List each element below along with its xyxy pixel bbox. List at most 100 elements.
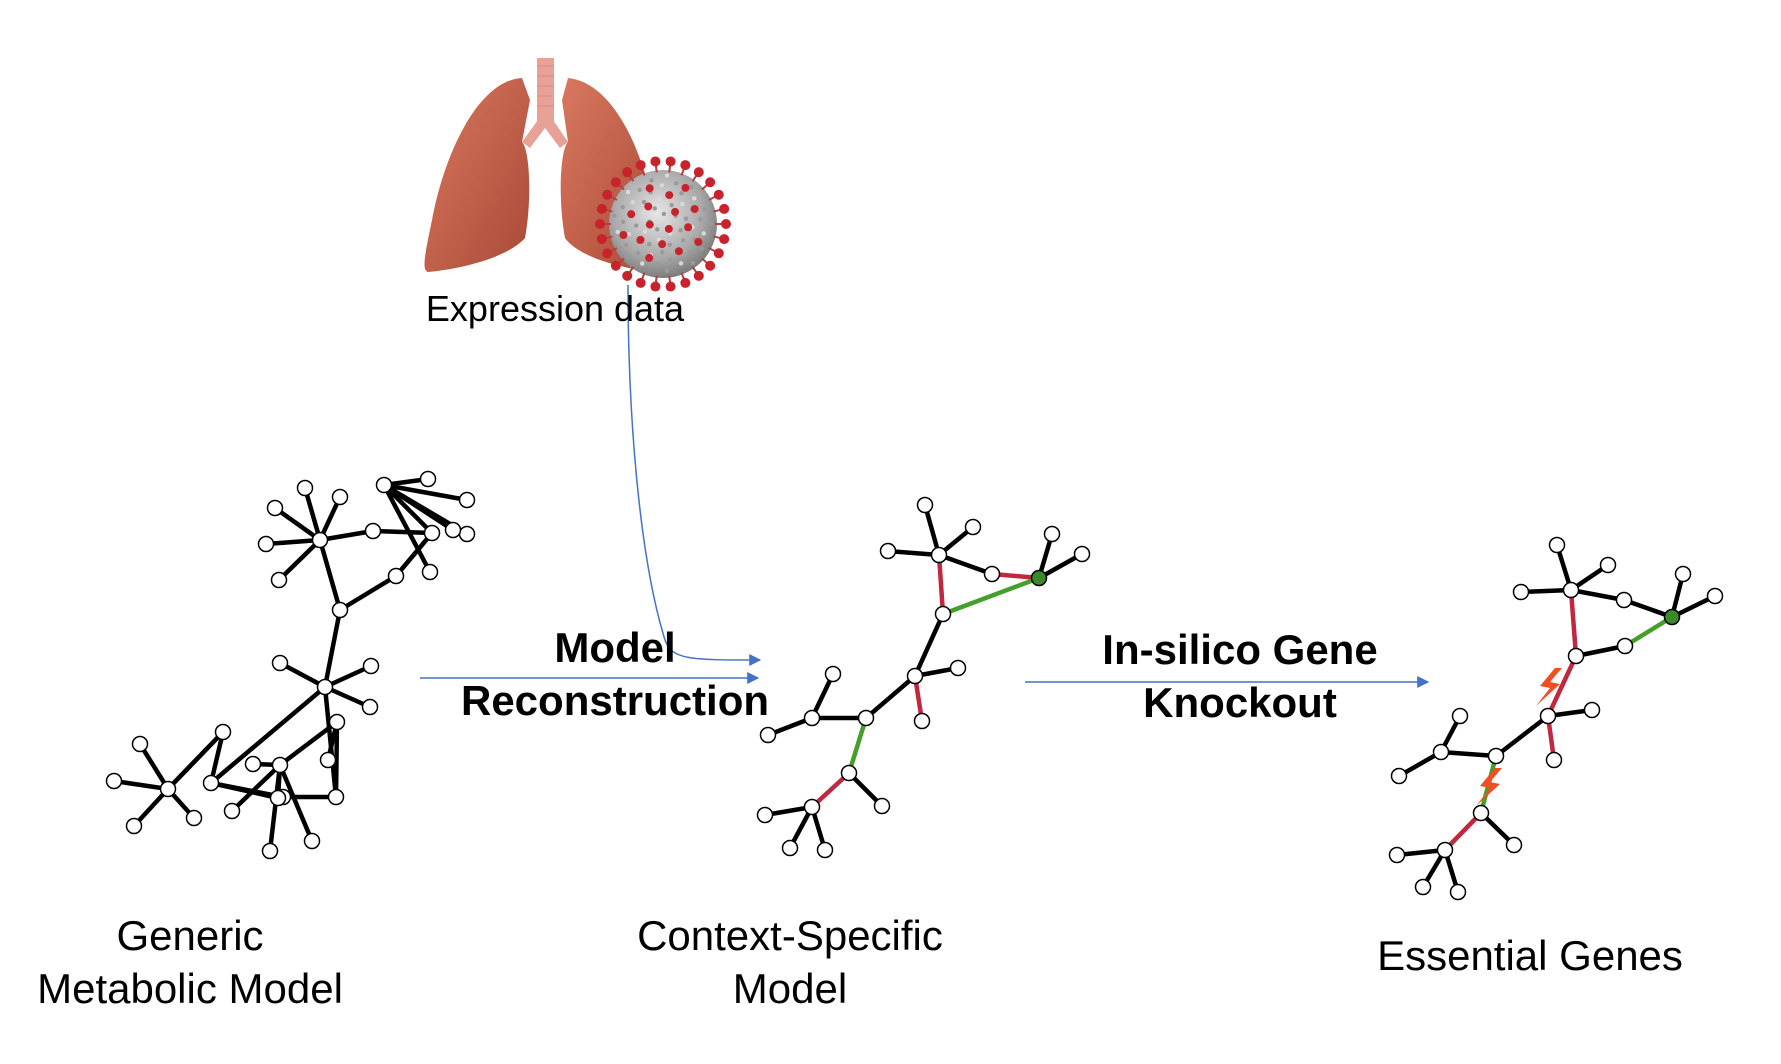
- generic-node: [362, 657, 380, 675]
- essential-node: [1414, 878, 1432, 896]
- essential-node: [1432, 743, 1450, 761]
- generic-edge: [317, 528, 376, 543]
- generic-edge: [302, 485, 323, 543]
- context-node: [803, 709, 821, 727]
- context-specific-network: [756, 496, 1091, 859]
- generic-node: [328, 713, 346, 731]
- essential-node: [1599, 556, 1617, 574]
- context-node: [906, 667, 924, 685]
- essential-node: [1436, 841, 1454, 859]
- context-node: [756, 806, 774, 824]
- generic-edge: [263, 537, 323, 547]
- context-edge: [885, 548, 942, 558]
- context-edge: [809, 770, 852, 810]
- essential-node: [1451, 707, 1469, 725]
- generic-node: [444, 521, 462, 539]
- lightning-bolt-icon: [1476, 768, 1502, 806]
- generic-node: [257, 535, 275, 553]
- generic-node: [364, 522, 382, 540]
- generic-edge: [137, 741, 171, 792]
- generic-edge: [277, 660, 328, 690]
- context-node: [781, 839, 799, 857]
- generic-node: [331, 488, 349, 506]
- generic-edge: [165, 729, 226, 792]
- generic-metabolic-network: [105, 470, 476, 860]
- generic-node: [270, 571, 288, 589]
- generic-edge: [393, 530, 435, 579]
- generic-edge: [322, 607, 343, 690]
- essential-edge: [1568, 587, 1627, 603]
- generic-edge: [208, 684, 328, 786]
- generic-node: [316, 678, 334, 696]
- generic-node: [303, 832, 321, 850]
- context-node: [983, 565, 1001, 583]
- essential-edge: [1442, 810, 1484, 853]
- context-node: [1073, 545, 1091, 563]
- essential-edge: [1545, 653, 1579, 719]
- essential-edge: [1438, 749, 1499, 759]
- essential-node: [1539, 707, 1557, 725]
- context-node: [913, 712, 931, 730]
- context-node: [873, 797, 891, 815]
- essential-edge: [1621, 597, 1675, 620]
- context-edge: [922, 502, 942, 558]
- generic-edge: [267, 762, 283, 854]
- coronavirus-icon: [595, 156, 731, 292]
- generic-edge: [208, 729, 226, 786]
- generic-node: [131, 735, 149, 753]
- essential-node: [1505, 836, 1523, 854]
- essential-node: [1472, 804, 1490, 822]
- generic-node: [361, 698, 379, 716]
- essential-edge: [1568, 587, 1579, 659]
- context-node: [857, 709, 875, 727]
- generic-node: [185, 809, 203, 827]
- generic-node: [214, 723, 232, 741]
- context-node: [879, 542, 897, 560]
- generic-edge: [322, 663, 374, 690]
- generic-node: [261, 842, 279, 860]
- essential-node: [1390, 767, 1408, 785]
- generic-node: [269, 789, 287, 807]
- generic-edge: [131, 786, 171, 829]
- generic-node: [125, 817, 143, 835]
- generic-node: [159, 780, 177, 798]
- essential-edge: [1622, 614, 1675, 649]
- generic-node: [223, 802, 241, 820]
- generic-node: [419, 470, 437, 488]
- generic-node: [331, 601, 349, 619]
- context-node: [916, 496, 934, 514]
- generic-edge: [381, 482, 435, 536]
- context-edge: [940, 575, 1042, 617]
- context-edge: [863, 673, 918, 721]
- essential-node: [1487, 747, 1505, 765]
- essential-node: [1567, 647, 1585, 665]
- context-node: [930, 546, 948, 564]
- generic-node: [458, 491, 476, 509]
- generic-node: [202, 774, 220, 792]
- context-node: [964, 518, 982, 536]
- generic-edge: [272, 505, 323, 543]
- context-node: [1030, 569, 1048, 587]
- essential-node: [1615, 591, 1633, 609]
- context-node: [824, 665, 842, 683]
- essential-edge: [1573, 643, 1628, 659]
- lightning-bolt-icon: [1536, 668, 1562, 706]
- generic-node: [375, 476, 393, 494]
- generic-edge: [370, 528, 435, 536]
- generic-edge: [381, 482, 470, 503]
- context-node: [934, 605, 952, 623]
- essential-node: [1449, 883, 1467, 901]
- expression-data-label: Expression data: [425, 288, 685, 329]
- essential-edge: [1493, 713, 1551, 759]
- generic-node: [311, 531, 329, 549]
- generic-node: [421, 563, 439, 581]
- generic-edge: [317, 537, 343, 613]
- generic-node: [271, 756, 289, 774]
- generic-node: [423, 524, 441, 542]
- essential-node: [1583, 701, 1601, 719]
- generic-model-label: Generic Metabolic Model: [37, 912, 343, 1012]
- generic-node: [458, 525, 476, 543]
- generic-node: [266, 499, 284, 517]
- essential-node: [1616, 637, 1634, 655]
